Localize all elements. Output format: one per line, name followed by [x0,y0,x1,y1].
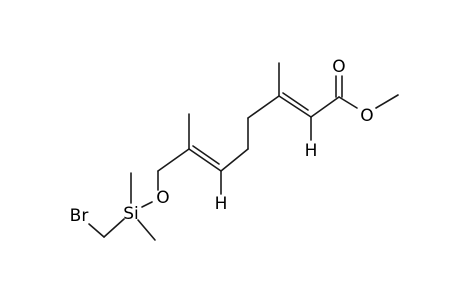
bond-ester-o-methyl [375,94,399,109]
bond-c1-c2 [310,96,340,118]
bond-c2-c3 [278,95,312,118]
atom-alkene-h-right: H [305,141,318,161]
bond-c3-c4 [247,95,280,119]
bond-ether-o-si [141,201,153,208]
bond-c5-c6 [220,148,249,172]
bond-carbonyl-c-ester-o [338,96,358,109]
atom-ester-oxygen: O [360,106,373,126]
bond-si-ch2 [103,218,125,238]
atom-bromine: Br [70,206,89,226]
bond-c6-c7-inner [192,145,220,165]
atom-ether-oxygen: O [156,188,169,208]
bond-c7-c8 [157,148,190,172]
bond-c6-c7 [188,148,222,172]
bond-skeleton [88,62,399,241]
bond-ch2-br [88,223,105,238]
bond-si-methyl-down [137,219,156,241]
atom-silicon: Si [123,204,139,224]
atom-labels: O O H H O Si Br [70,57,374,226]
bond-c2-c3-inner [282,92,309,111]
atom-alkene-h-left: H [215,194,228,214]
atom-carbonyl-oxygen: O [332,57,345,77]
